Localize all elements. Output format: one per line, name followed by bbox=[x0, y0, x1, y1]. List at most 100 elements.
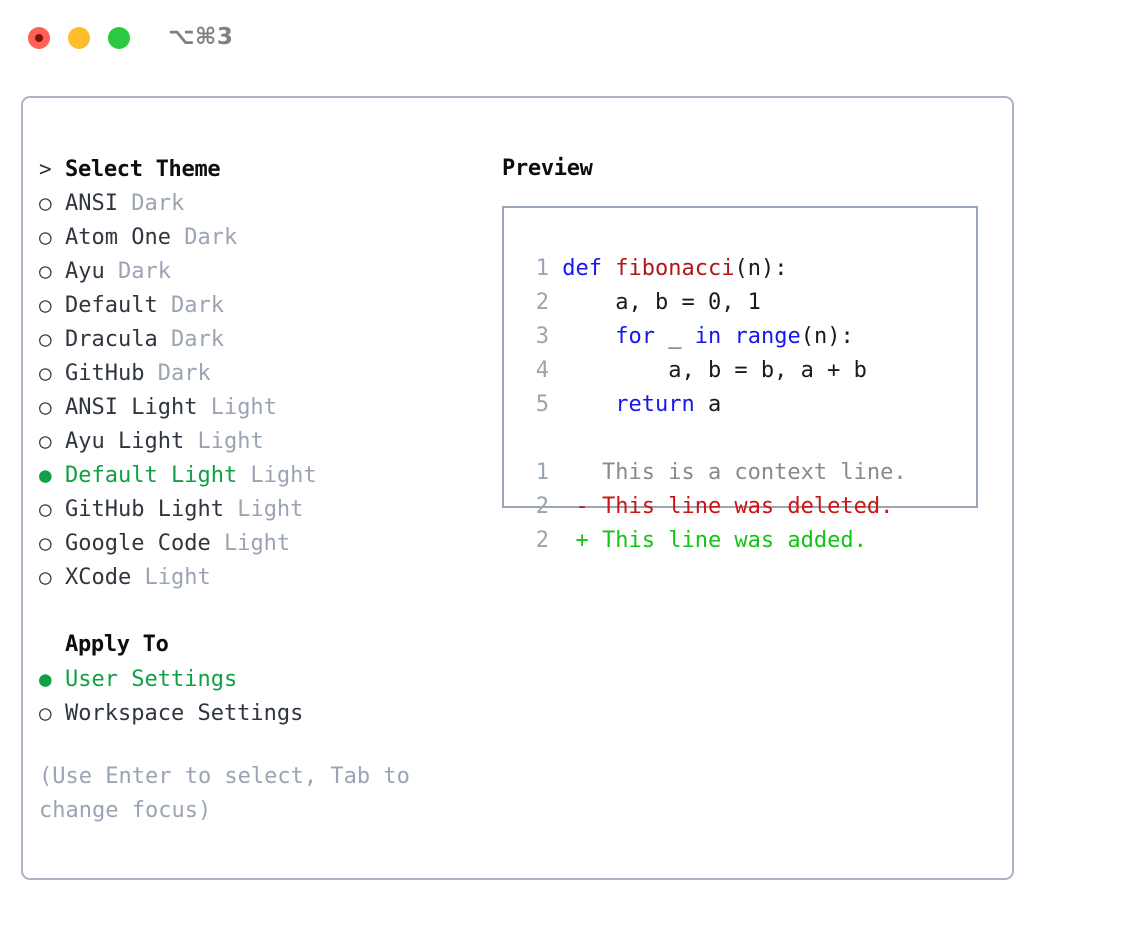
preview-column: Preview 1 def fibonacci(n):2 a, b = 0, 1… bbox=[502, 152, 992, 553]
theme-option-xcode[interactable]: ○ XCode Light bbox=[39, 560, 479, 594]
diff-line-delete: 2 - This line was deleted. bbox=[521, 490, 907, 524]
select-theme-header: > Select Theme bbox=[39, 152, 479, 186]
apply-to-option-workspace-settings[interactable]: ○Workspace Settings bbox=[39, 696, 479, 730]
theme-option-category: Light bbox=[223, 497, 304, 522]
theme-option-name: Atom One bbox=[65, 225, 171, 250]
code-line: 4 a, b = b, a + b bbox=[521, 354, 907, 388]
theme-option-name: Default Light bbox=[65, 463, 238, 488]
theme-option-category: Dark bbox=[157, 293, 224, 318]
radio-unselected-icon: ○ bbox=[39, 225, 52, 249]
diff-line-context: 1 This is a context line. bbox=[521, 456, 907, 490]
radio-unselected-icon: ○ bbox=[39, 327, 52, 351]
select-theme-label: Select Theme bbox=[65, 157, 221, 182]
theme-option-ayu[interactable]: ○ Ayu Dark bbox=[39, 254, 479, 288]
line-number: 2 bbox=[535, 290, 549, 315]
list-spacer bbox=[39, 594, 479, 628]
code-token-keyword: in bbox=[694, 324, 722, 349]
radio-unselected-icon: ○ bbox=[39, 191, 52, 215]
code-token-plain: a bbox=[694, 392, 722, 417]
code-token-keyword: for bbox=[615, 324, 655, 349]
radio-unselected-icon: ○ bbox=[39, 395, 52, 419]
theme-option-ayu-light[interactable]: ○ Ayu Light Light bbox=[39, 424, 479, 458]
apply-to-options-list: ●User Settings○Workspace Settings bbox=[39, 662, 479, 730]
theme-option-category: Dark bbox=[170, 225, 238, 250]
code-line: 5 return a bbox=[521, 388, 907, 422]
minimize-button[interactable] bbox=[68, 27, 90, 49]
theme-option-default[interactable]: ○ Default Dark bbox=[39, 288, 479, 322]
radio-unselected-icon: ○ bbox=[39, 531, 52, 555]
radio-unselected-icon: ○ bbox=[39, 259, 52, 283]
prompt-caret-icon: > bbox=[39, 157, 52, 181]
theme-option-name: Ayu Light bbox=[65, 429, 185, 454]
theme-option-category: Light bbox=[131, 565, 211, 590]
theme-option-dracula[interactable]: ○ Dracula Dark bbox=[39, 322, 479, 356]
theme-option-google-code[interactable]: ○ Google Code Light bbox=[39, 526, 479, 560]
theme-option-category: Dark bbox=[117, 191, 185, 216]
theme-option-name: Default bbox=[65, 293, 158, 318]
close-button[interactable] bbox=[28, 27, 50, 49]
theme-option-ansi-light[interactable]: ○ANSI Light Light bbox=[39, 390, 479, 424]
theme-option-github[interactable]: ○GitHub Dark bbox=[39, 356, 479, 390]
theme-option-category: Dark bbox=[104, 259, 171, 284]
radio-unselected-icon: ○ bbox=[39, 429, 52, 453]
radio-unselected-icon: ○ bbox=[39, 361, 52, 385]
diff-line-text: + This line was added. bbox=[549, 528, 867, 553]
code-line: 2 a, b = 0, 1 bbox=[521, 286, 907, 320]
close-icon bbox=[35, 34, 43, 42]
code-token-plain: (n): bbox=[800, 324, 854, 349]
theme-option-name: ANSI bbox=[65, 191, 118, 216]
theme-option-name: Dracula bbox=[65, 327, 158, 352]
code-token-plain bbox=[562, 392, 615, 417]
radio-unselected-icon: ○ bbox=[39, 293, 52, 317]
line-number: 2 bbox=[535, 494, 549, 519]
preview-title: Preview bbox=[502, 156, 593, 181]
code-token-plain bbox=[562, 324, 615, 349]
maximize-button[interactable] bbox=[108, 27, 130, 49]
diff-line-text: - This line was deleted. bbox=[549, 494, 894, 519]
theme-option-category: Dark bbox=[157, 327, 224, 352]
theme-option-name: XCode bbox=[65, 565, 132, 590]
radio-unselected-icon: ○ bbox=[39, 565, 52, 589]
radio-unselected-icon: ○ bbox=[39, 497, 52, 521]
apply-to-option-name: Workspace Settings bbox=[65, 701, 304, 726]
line-number: 3 bbox=[535, 324, 549, 349]
apply-to-header: Apply To bbox=[65, 632, 169, 657]
code-token-keyword: def bbox=[562, 256, 616, 281]
theme-list-column: > Select Theme ○ ANSI Dark ○ Atom One Dark ○ A… bbox=[39, 152, 479, 730]
theme-option-default-light[interactable]: ● Default Light Light bbox=[39, 458, 479, 492]
code-token-keyword: return bbox=[615, 392, 695, 417]
theme-option-name: Google Code bbox=[65, 531, 211, 556]
theme-option-name: Ayu bbox=[65, 259, 105, 284]
line-number: 5 bbox=[535, 392, 549, 417]
theme-option-name: GitHub Light bbox=[65, 497, 224, 522]
radio-selected-icon: ● bbox=[39, 667, 52, 691]
theme-option-github-light[interactable]: ○ GitHub Light Light bbox=[39, 492, 479, 526]
line-number: 1 bbox=[535, 256, 549, 281]
theme-option-ansi[interactable]: ○ ANSI Dark bbox=[39, 186, 479, 220]
theme-option-category: Light bbox=[237, 463, 317, 488]
line-number: 4 bbox=[535, 358, 549, 383]
line-number: 2 bbox=[535, 528, 549, 553]
theme-option-category: Light bbox=[210, 531, 291, 556]
line-number: 1 bbox=[535, 460, 549, 485]
theme-option-name: GitHub bbox=[65, 361, 145, 386]
theme-option-name: ANSI Light bbox=[65, 395, 198, 420]
keyboard-hint-text: (Use Enter to select, Tab to change focu… bbox=[39, 764, 410, 823]
keyboard-shortcut-label: ⌥⌘3 bbox=[168, 24, 234, 50]
theme-options-list: ○ ANSI Dark ○ Atom One Dark ○ Ayu Dark ○ Defaul… bbox=[39, 186, 479, 594]
code-token-function: fibonacci bbox=[615, 256, 735, 281]
code-token-plain: a, b = 0, 1 bbox=[562, 290, 761, 315]
code-line: 1 def fibonacci(n): bbox=[521, 252, 907, 286]
theme-option-category: Light bbox=[184, 429, 264, 454]
diff-line-text: This is a context line. bbox=[549, 460, 907, 485]
code-token-plain bbox=[721, 324, 734, 349]
apply-to-option-user-settings[interactable]: ●User Settings bbox=[39, 662, 479, 696]
radio-selected-icon: ● bbox=[39, 463, 52, 487]
theme-option-atom-one[interactable]: ○ Atom One Dark bbox=[39, 220, 479, 254]
theme-selector-panel: > Select Theme ○ ANSI Dark ○ Atom One Dark ○ A… bbox=[21, 96, 1014, 880]
code-diff-separator bbox=[521, 422, 907, 456]
code-token-keyword: range bbox=[734, 324, 801, 349]
